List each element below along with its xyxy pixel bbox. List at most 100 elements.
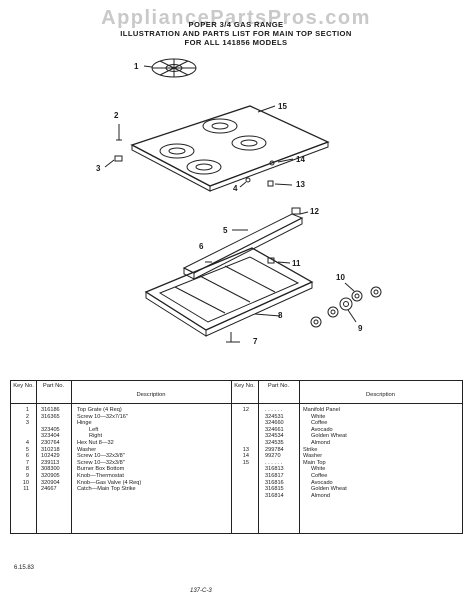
header-key: Key No. xyxy=(13,383,34,389)
table-cell-part: . . . . . . xyxy=(265,407,283,413)
table-cell-part: 102429 xyxy=(41,453,60,460)
table-cell-desc: Golden Wheat xyxy=(311,433,347,440)
table-cell-part: 24667 xyxy=(41,486,57,493)
table-cell-part: 316186 xyxy=(41,407,60,413)
table-cell-key: 2 xyxy=(25,413,29,420)
table-cell-desc: Avocado xyxy=(311,479,333,486)
table-cell-desc: Top Grate (4 Req) xyxy=(77,407,122,413)
callout-11: 11 xyxy=(292,259,301,268)
header-line-3: FOR ALL 141856 MODELS xyxy=(184,38,288,47)
table-cell-part: 316815 xyxy=(265,486,284,493)
table-cell-part: 323405 xyxy=(41,426,60,433)
table-cell-desc: Almond xyxy=(311,440,330,446)
table-cell-desc: Coffee xyxy=(311,473,328,479)
table-cell-part: 324660 xyxy=(265,420,284,427)
exploded-parts-illustration xyxy=(104,58,382,343)
table-cell-desc: Left xyxy=(89,426,99,433)
table-cell-part: 320905 xyxy=(41,473,60,479)
table-cell-desc: Hinge xyxy=(77,420,92,427)
table-cell-desc: Washer xyxy=(303,453,323,460)
table-cell-desc: Main Top xyxy=(303,459,326,466)
callout-5: 5 xyxy=(223,226,228,235)
top-grate-part xyxy=(151,58,197,78)
callout-6: 6 xyxy=(199,242,204,251)
table-cell-desc: Knob—Thermostat xyxy=(77,473,124,479)
table-cell-key: 8 xyxy=(25,466,29,473)
burner-box-bottom-part xyxy=(144,247,314,337)
callout-7: 7 xyxy=(253,337,258,346)
table-cell-part: 99270 xyxy=(265,453,281,460)
table-cell-part: 324661 xyxy=(265,426,284,433)
callout-8: 8 xyxy=(278,311,283,320)
table-cell-key: 7 xyxy=(25,459,29,466)
table-cell-key: 1 xyxy=(25,407,29,413)
header-key-right: Key No. xyxy=(234,383,255,389)
table-cell-key: 5 xyxy=(25,446,29,453)
table-cell-key: 14 xyxy=(242,453,249,460)
table-cell-part: . . . . . . xyxy=(265,459,283,466)
header-description: Description xyxy=(136,392,166,398)
table-cell-desc: Screw 10—32x3/8" xyxy=(77,459,125,466)
table-cell-key: 3 xyxy=(25,420,29,427)
callout-1: 1 xyxy=(134,62,139,71)
callout-10: 10 xyxy=(336,273,345,282)
table-cell-desc: White xyxy=(311,413,326,420)
footer-code: 137-C-3 xyxy=(190,588,212,594)
callout-13: 13 xyxy=(296,180,305,189)
table-cell-part: 230764 xyxy=(41,440,60,446)
table-cell-part: 316817 xyxy=(265,473,284,479)
table-cell-desc: Screw 10—32x3/8" xyxy=(77,453,125,460)
table-cell-desc: Almond xyxy=(311,492,330,499)
table-cell-part: 299784 xyxy=(265,446,284,453)
callout-4: 4 xyxy=(233,184,238,193)
header-line-2: ILLUSTRATION AND PARTS LIST FOR MAIN TOP… xyxy=(120,29,352,38)
table-cell-key: 9 xyxy=(25,473,29,479)
table-cell-key: 11 xyxy=(23,486,29,493)
header-line-1: POPER 3/4 GAS RANGE xyxy=(188,20,284,29)
table-cell-key: 6 xyxy=(25,453,29,460)
callout-2: 2 xyxy=(114,111,119,120)
header-part-right: Part No. xyxy=(267,383,290,389)
table-cell-key: 4 xyxy=(25,440,29,446)
table-cell-part: 324531 xyxy=(265,413,284,420)
table-cell-part: 239113 xyxy=(41,459,60,466)
main-top-part xyxy=(130,105,330,192)
header-part: Part No. xyxy=(42,383,65,389)
table-cell-part: 316814 xyxy=(265,492,284,499)
table-cell-part: 316365 xyxy=(41,413,60,420)
table-cell-desc: Strike xyxy=(303,446,318,453)
table-cell-desc: White xyxy=(311,466,326,473)
table-cell-part: 316816 xyxy=(265,479,284,486)
callout-15: 15 xyxy=(278,102,287,111)
table-cell-part: 324535 xyxy=(265,440,284,446)
table-cell-part: 310218 xyxy=(41,446,60,453)
footer-date: 6.15.83 xyxy=(14,565,35,571)
callout-3: 3 xyxy=(96,164,101,173)
table-cell-key: 13 xyxy=(242,446,249,453)
parts-table: Key No. Part No. Description Key No. Par… xyxy=(10,380,463,534)
table-cell-desc: Golden Wheat xyxy=(311,486,347,493)
table-cell-part: 316813 xyxy=(265,466,284,473)
table-cell-desc: Washer xyxy=(77,446,97,453)
callout-14: 14 xyxy=(296,155,305,164)
table-cell-key: 15 xyxy=(242,459,249,466)
table-cell-part: 308300 xyxy=(41,466,60,473)
table-cell-desc: Avocado xyxy=(311,426,333,433)
callout-12: 12 xyxy=(310,207,319,216)
table-cell-desc: Right xyxy=(89,433,103,440)
table-cell-part: 323404 xyxy=(41,433,60,440)
gas-valve-knobs-part xyxy=(310,286,382,328)
watermark: AppliancePartsPros.com xyxy=(101,7,371,29)
table-cell-desc: Screw 10—32x7/16" xyxy=(77,413,128,420)
table-cell-part: 320904 xyxy=(41,479,60,486)
header-description-right: Description xyxy=(366,392,395,398)
table-cell-desc: Coffee xyxy=(311,420,328,427)
callout-9: 9 xyxy=(358,324,363,333)
table-cell-desc: Manifold Panel xyxy=(303,407,341,413)
thermostat-knob-part xyxy=(339,297,353,311)
table-cell-desc: Burner Box Bottom xyxy=(77,466,125,473)
table-cell-key: 10 xyxy=(22,479,29,486)
table-cell-key: 12 xyxy=(242,407,249,413)
table-cell-desc: Hex Nut 8—32 xyxy=(77,440,114,446)
table-cell-desc: Knob—Gas Valve (4 Req) xyxy=(77,479,142,486)
